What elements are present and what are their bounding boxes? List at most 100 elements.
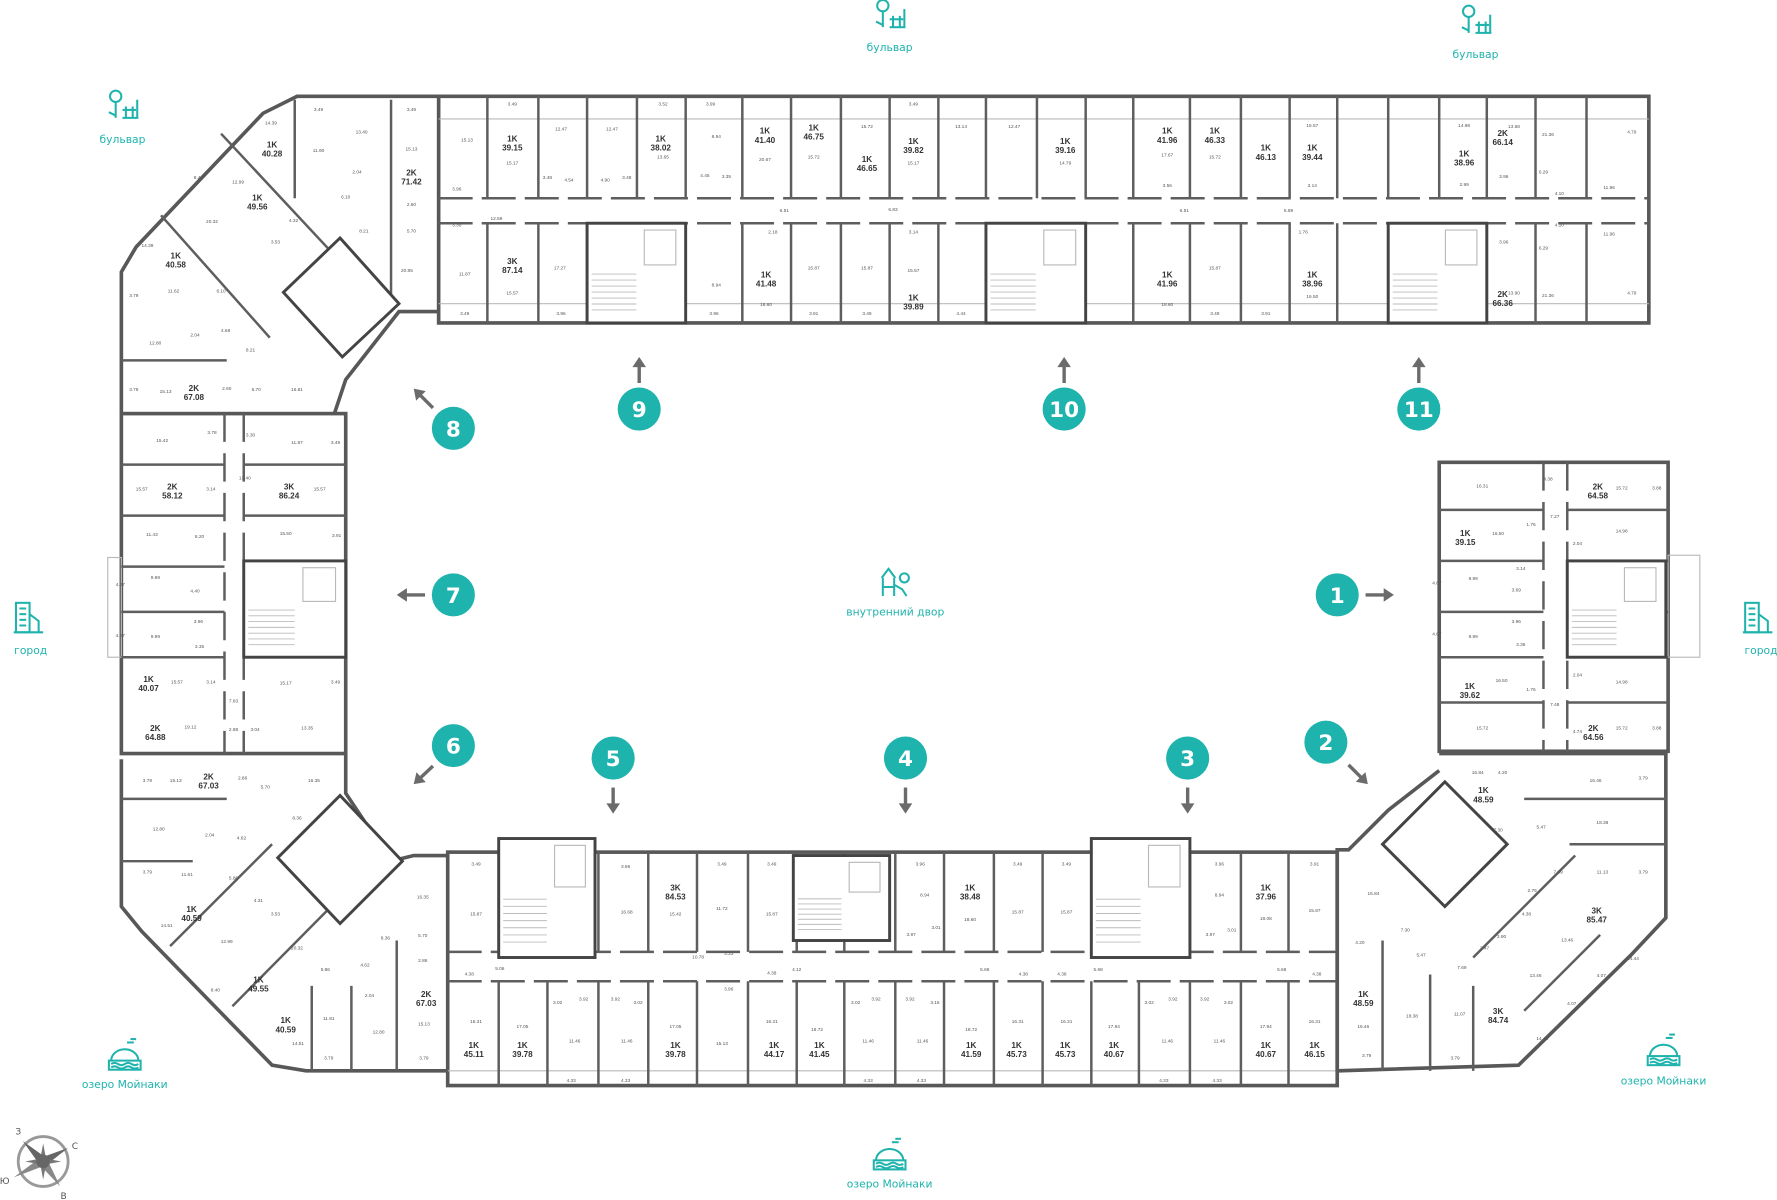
room-area: 5.68 [1277, 967, 1287, 973]
room-area: 5.47 [1416, 952, 1426, 958]
section-marker-11[interactable]: 11 [1397, 356, 1441, 431]
apartment-area: 39.15 [502, 144, 523, 153]
room-area: 15.57 [907, 268, 919, 274]
section-marker-9[interactable]: 9 [617, 356, 661, 431]
room-area: 11.46 [569, 1038, 581, 1044]
room-area: 12.99 [232, 180, 244, 186]
apartment-area: 39.78 [665, 1050, 686, 1059]
room-area: 5.70 [418, 933, 428, 939]
apartment-type: 1K [1307, 271, 1318, 280]
room-area: 12.47 [606, 126, 618, 132]
apartment-type: 1K [469, 1041, 480, 1050]
section-marker-7[interactable]: 7 [396, 573, 475, 617]
apartment-area: 49.56 [247, 203, 268, 212]
section-marker-6[interactable]: 6 [413, 724, 475, 785]
section-number: 1 [1330, 584, 1345, 609]
room-area: 3.14 [206, 679, 216, 685]
room-area: 12.47 [555, 126, 567, 132]
apartment-area: 64.56 [1583, 733, 1604, 742]
room-area: 3.16 [930, 1000, 940, 1006]
room-area: 15.13 [170, 778, 182, 784]
room-area: 13.68 [1508, 124, 1520, 130]
playground-icon [880, 567, 910, 598]
apartment-area: 39.82 [903, 146, 924, 155]
room-area: 2.04 [1573, 672, 1583, 678]
apartment-area: 40.59 [275, 1025, 296, 1034]
section-marker-8[interactable]: 8 [413, 388, 475, 450]
section-marker-3[interactable]: 3 [1166, 736, 1210, 814]
room-area: 15.57 [314, 487, 326, 493]
room-area: 6.83 [888, 207, 898, 213]
section-marker-5[interactable]: 5 [591, 736, 635, 814]
tree-bench-icon [1460, 4, 1493, 34]
room-area: 3.49 [1062, 862, 1072, 868]
section-marker-4[interactable]: 4 [883, 736, 928, 814]
room-area: 4.12 [792, 967, 802, 973]
apartment-type: 1K [171, 251, 182, 260]
section-marker-1[interactable]: 1 [1315, 573, 1394, 617]
room-area: 15.72 [861, 124, 873, 130]
section-marker-2[interactable]: 2 [1304, 720, 1368, 785]
section-marker-10[interactable]: 10 [1042, 356, 1086, 431]
stair-core-7 [242, 559, 348, 659]
apartment-type: 3K [284, 483, 295, 492]
apartment-type: 2K [150, 724, 161, 733]
